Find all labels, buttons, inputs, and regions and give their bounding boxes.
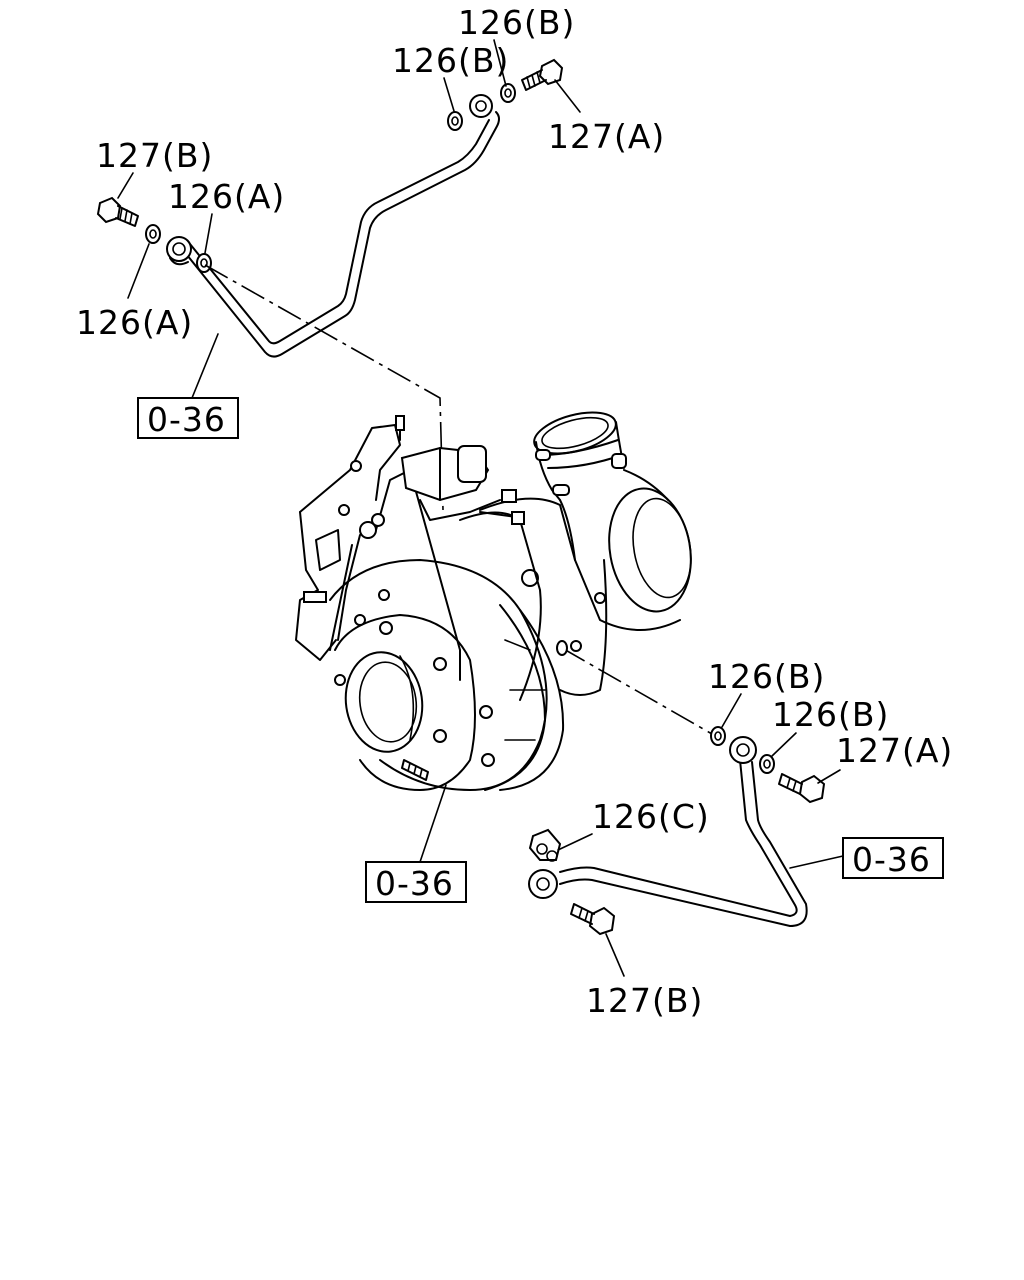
callout-126a-upper: 126(A) — [168, 177, 285, 216]
ref-box-upper: 0-36 — [137, 397, 239, 439]
lower-oil-pipe — [559, 759, 808, 927]
leader-126b-second — [443, 77, 455, 112]
leader-126a-upper — [204, 213, 213, 254]
leader-127b-lower — [605, 933, 625, 977]
leader-127a-upper — [554, 79, 581, 113]
leader-ref-right — [789, 855, 844, 869]
leader-127b-upper — [117, 172, 134, 199]
ref-label-upper: 0-36 — [147, 400, 226, 439]
callout-127a-lower: 127(A) — [836, 731, 953, 770]
leader-126b-top — [493, 39, 507, 87]
washer-126b-lower-right — [759, 754, 775, 774]
pipe-eyelet-upper-left — [166, 236, 192, 266]
washer-126b-lower-left — [710, 726, 726, 746]
leader-126b-lower-2 — [771, 732, 797, 757]
ref-label-lower: 0-36 — [375, 864, 454, 903]
leader-126b-lower-1 — [721, 693, 742, 728]
ref-label-right: 0-36 — [852, 840, 931, 879]
callout-126c: 126(C) — [592, 797, 710, 836]
eyebolt-127a-lower — [778, 773, 826, 804]
centerline-lower-drain — [561, 647, 713, 735]
leader-126a-lower — [127, 243, 150, 299]
ref-box-lower: 0-36 — [365, 861, 467, 903]
callout-126a-lower: 126(A) — [76, 303, 193, 342]
callout-127a-upper: 127(A) — [548, 117, 665, 156]
callout-126b-lower-2: 126(B) — [772, 695, 889, 734]
callout-127b-lower: 127(B) — [586, 981, 703, 1020]
pipe-eyelet-lower-left — [528, 869, 558, 899]
washer-126a-lower — [145, 224, 161, 244]
callout-127b-upper: 127(B) — [96, 136, 213, 175]
pipe-eyelet-lower-top — [729, 736, 757, 764]
bolt-127b-lower — [570, 903, 616, 936]
leader-127a-lower — [817, 769, 841, 784]
leader-ref-upper — [191, 333, 219, 399]
washer-126b-top-right — [500, 83, 516, 103]
callout-126b-top: 126(B) — [458, 3, 575, 42]
upper-oil-pipe — [182, 111, 500, 358]
washer-126b-top-left — [447, 111, 463, 131]
eyebolt-127a-upper — [521, 58, 564, 91]
leader-ref-lower — [419, 784, 447, 863]
turbocharger-assembly — [295, 411, 692, 791]
pipe-eyelet-upper-top — [469, 94, 493, 118]
callout-126b-lower-1: 126(B) — [708, 657, 825, 696]
leader-126c — [557, 833, 593, 851]
gasket-126c — [528, 828, 562, 862]
ref-box-right: 0-36 — [842, 837, 944, 879]
washer-126a-upper — [196, 253, 212, 273]
eyebolt-127b-upper — [96, 196, 139, 227]
callout-126b-second: 126(B) — [392, 41, 509, 80]
